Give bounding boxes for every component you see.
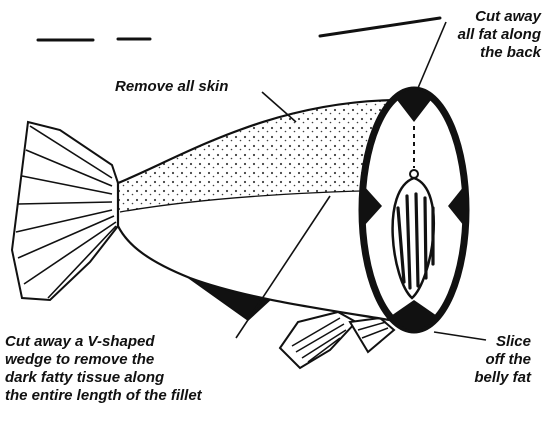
label-remove-skin: Remove all skin bbox=[115, 78, 228, 96]
label-line: dark fatty tissue along bbox=[5, 369, 202, 387]
label-line: Cut away bbox=[458, 8, 541, 26]
label-line: wedge to remove the bbox=[5, 351, 202, 369]
label-line: Slice bbox=[474, 333, 531, 351]
tail-fin bbox=[12, 122, 118, 300]
label-v-wedge: Cut away a V-shaped wedge to remove the … bbox=[5, 333, 202, 405]
label-cut-fat-back: Cut away all fat along the back bbox=[458, 8, 541, 62]
label-line: Cut away a V-shaped bbox=[5, 333, 202, 351]
label-line: the entire length of the fillet bbox=[5, 387, 202, 405]
fillet-cross-section bbox=[362, 88, 466, 333]
label-line: belly fat bbox=[474, 369, 531, 387]
label-line: all fat along bbox=[458, 26, 541, 44]
water-line bbox=[38, 18, 440, 40]
label-line: off the bbox=[474, 351, 531, 369]
label-line: Remove all skin bbox=[115, 78, 228, 96]
label-line: the back bbox=[458, 44, 541, 62]
label-belly-fat: Slice off the belly fat bbox=[474, 333, 531, 387]
